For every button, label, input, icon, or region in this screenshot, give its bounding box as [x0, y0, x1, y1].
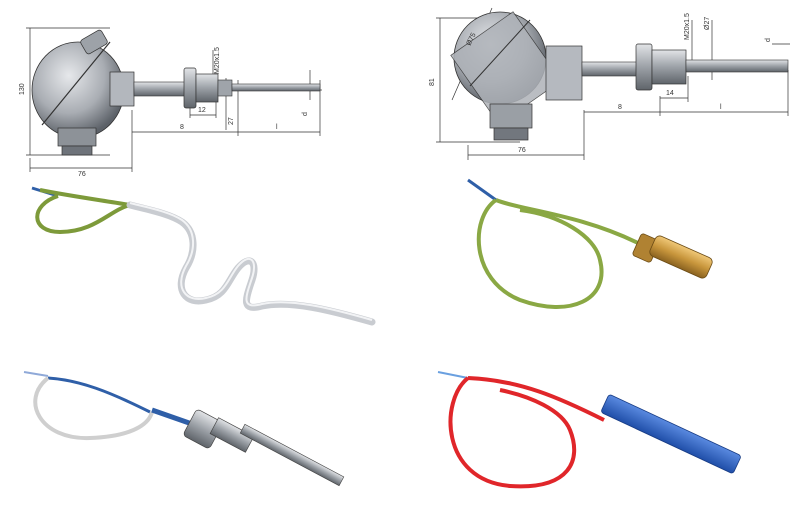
dim-diameter-left: d — [302, 112, 309, 116]
head-neck — [545, 45, 583, 101]
cable-run — [467, 376, 605, 422]
dim-width-left: 76 — [78, 171, 86, 178]
bent-sheath — [126, 201, 376, 326]
cable-run — [495, 198, 641, 246]
dim-thread-left: M20x1.5 — [214, 47, 221, 74]
product-brass-sleeve-probe — [467, 178, 713, 309]
union-nut — [635, 43, 653, 91]
cable-run — [39, 188, 131, 207]
cable-run — [47, 376, 151, 414]
gland-nut — [61, 145, 93, 156]
lead-wires — [437, 371, 469, 379]
dim-length-right: l — [720, 104, 722, 111]
cable-loop — [448, 376, 577, 489]
dim-length-left: l — [276, 124, 278, 131]
brass-sleeve — [649, 235, 713, 279]
dim-height-left: 130 — [19, 83, 26, 95]
product-flat-blade-probe — [437, 371, 741, 489]
cable-loop — [33, 376, 154, 441]
drawing-right: 81 Ø75 M20x1.5 Ø27 d 8 14 l 76 — [429, 7, 790, 160]
head-lid-seam — [469, 19, 531, 87]
cable-gland — [57, 127, 97, 147]
drawing-left: 130 M20x1.5 12 27 8 l d 76 — [19, 27, 322, 178]
lead-wires — [467, 178, 497, 202]
head-lid-seam — [41, 41, 111, 126]
dim-width-right: 76 — [518, 147, 526, 154]
extension-tube — [133, 81, 187, 97]
product-threaded-fitting-probe — [23, 371, 345, 487]
cable-loop — [35, 194, 131, 235]
dim-hex-right: Ø27 — [704, 17, 711, 30]
dim-shank-left: 8 — [180, 124, 184, 131]
threaded-fitting — [209, 417, 255, 453]
union-nut — [183, 67, 197, 109]
fitting-collar — [217, 79, 233, 97]
dimension-lines-right — [436, 7, 790, 160]
probe-sheath — [231, 83, 321, 92]
probe-rod — [239, 423, 345, 487]
dim-hex-left: 27 — [228, 117, 235, 125]
lead-wires — [23, 371, 49, 377]
dim-diameter-right: d — [765, 38, 772, 42]
sheath-highlight — [129, 202, 373, 321]
head-neck — [109, 71, 135, 107]
cable-gland — [489, 103, 533, 129]
blue-lead — [151, 407, 193, 427]
flat-blade — [601, 394, 741, 474]
dim-thread-right: M20x1.5 — [684, 13, 691, 40]
extension-tube — [581, 61, 639, 77]
gland-nut — [493, 127, 529, 141]
probe-sheath — [685, 59, 789, 73]
dim-wrench-left: 12 — [198, 107, 206, 114]
dim-height-right: 81 — [429, 78, 436, 86]
threaded-fitting — [651, 49, 687, 85]
dim-shank-right: 8 — [618, 104, 622, 111]
cable-loop — [476, 198, 604, 309]
threaded-fitting — [195, 73, 219, 103]
product-flexible-cable-probe — [31, 186, 376, 326]
lid-screw — [80, 29, 108, 55]
dim-nut-right: 14 — [666, 90, 674, 97]
head-cover — [450, 11, 562, 125]
